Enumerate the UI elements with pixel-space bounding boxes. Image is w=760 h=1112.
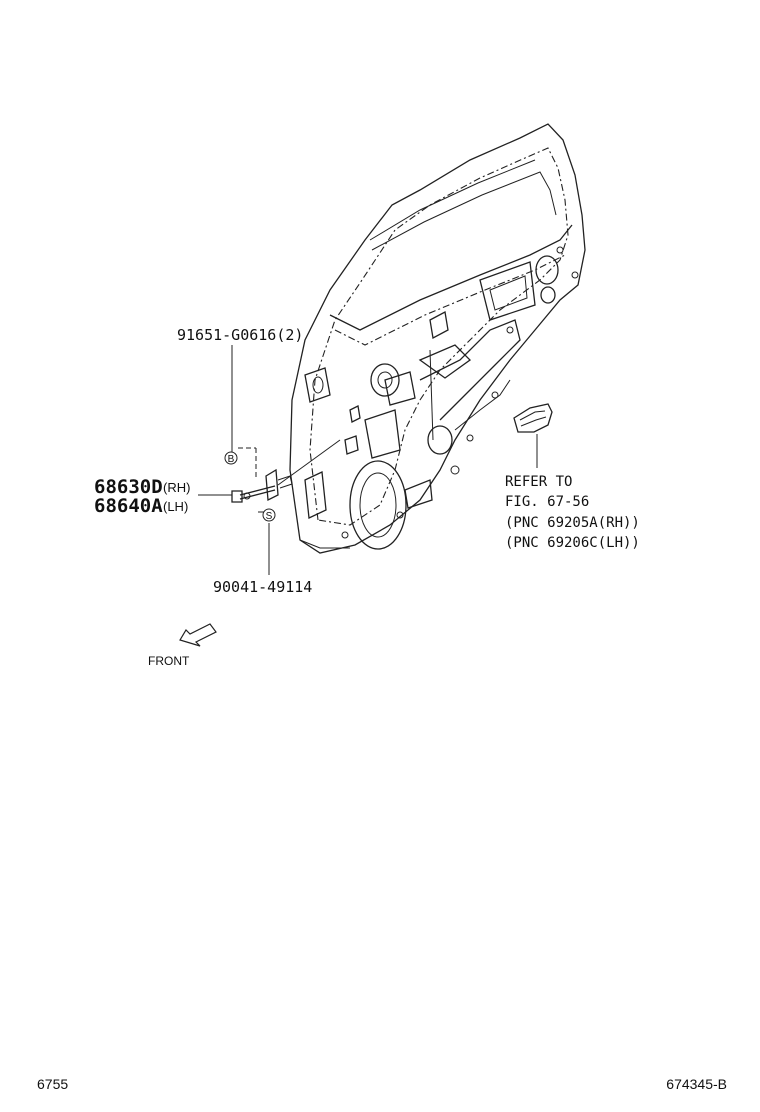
page-code: 6755 (37, 1076, 68, 1092)
front-arrow-icon (179, 623, 217, 647)
reference-line-1: REFER TO (505, 474, 572, 490)
figure-code: 674345-B (666, 1076, 727, 1092)
door-check-assembly (231, 439, 341, 503)
bolt-part-number[interactable]: 91651-G0616(2) (177, 326, 303, 344)
check-rh-suffix: (RH) (163, 480, 190, 495)
marker-b-label: B (228, 454, 235, 465)
marker-b-circle (224, 451, 238, 465)
reference-note: REFER TO FIG. 67-56 (PNC 69205A(RH)) (PN… (505, 474, 640, 551)
screw-part-number[interactable]: 90041-49114 (213, 578, 312, 596)
reference-line-4: (PNC 69206C(LH)) (505, 535, 640, 551)
marker-s-circle (262, 508, 276, 522)
front-direction-indicator: FRONT (148, 623, 217, 668)
rear-door-panel (289, 123, 586, 554)
check-rh-part-number[interactable]: 68630D (94, 476, 163, 498)
front-label: FRONT (148, 654, 190, 668)
reference-line-3: (PNC 69205A(RH)) (505, 515, 640, 531)
check-lh-suffix: (LH) (163, 499, 188, 514)
reference-line-2[interactable]: FIG. 67-56 (505, 494, 589, 510)
marker-s-label: S (266, 511, 273, 522)
inside-handle-part (513, 403, 553, 433)
leader-lines (198, 345, 538, 575)
check-lh-part-number[interactable]: 68640A (94, 495, 163, 517)
